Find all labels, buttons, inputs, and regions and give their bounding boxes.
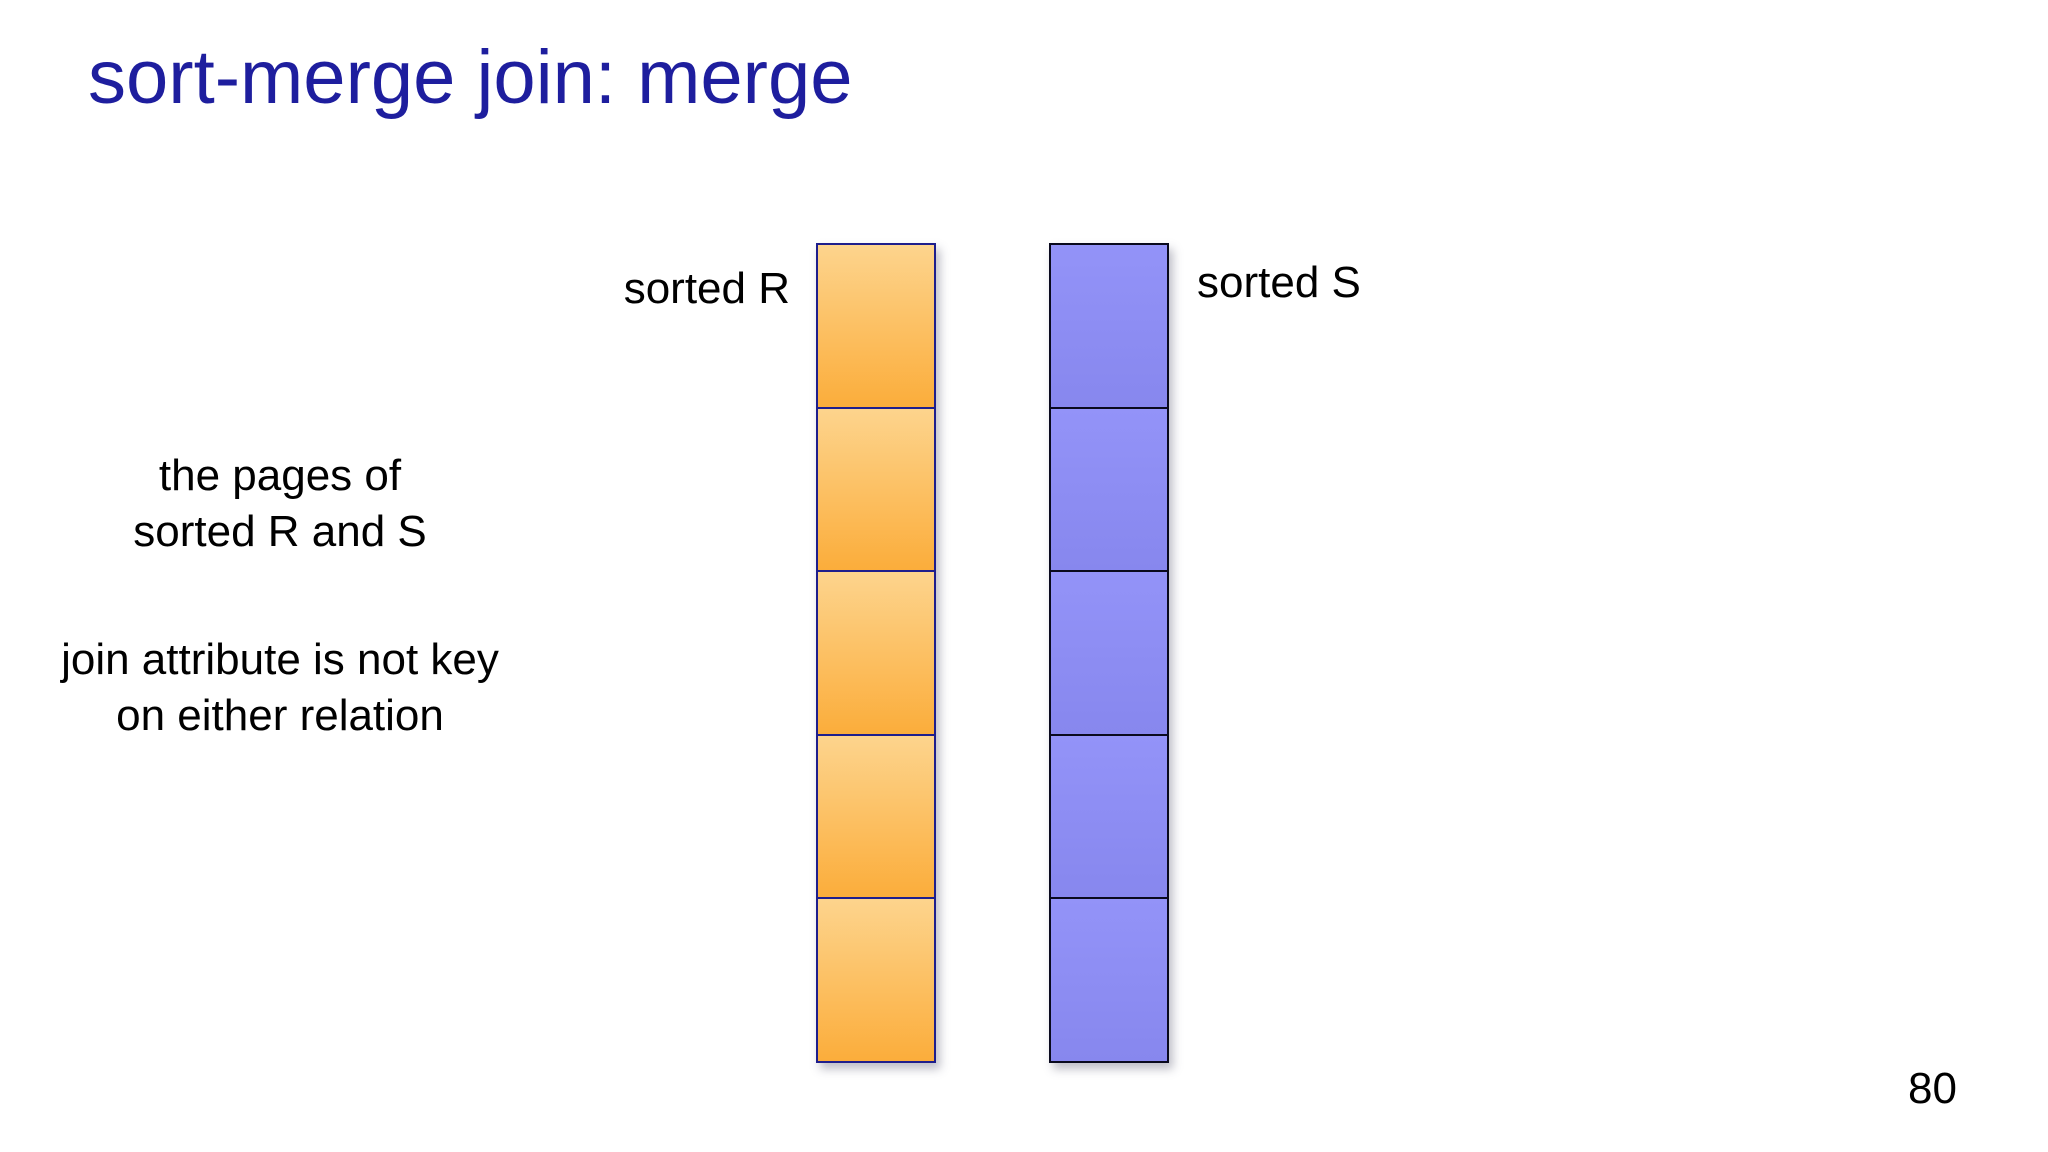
note-line: the pages of	[158, 451, 402, 500]
label-sorted-s: sorted S	[1197, 258, 1361, 307]
page-number: 80	[1908, 1064, 1957, 1113]
note-line: join attribute is not key	[61, 635, 499, 684]
page-box	[816, 243, 936, 409]
label-sorted-r: sorted R	[623, 264, 790, 313]
page-box	[816, 570, 936, 736]
note-line: on either relation	[116, 691, 444, 741]
page-box	[816, 406, 936, 573]
sorted-r-page-stack	[816, 243, 936, 1063]
page-box	[1049, 243, 1169, 409]
note-pages-of-sorted-r-and-s: the pages of sorted R and S	[20, 448, 540, 561]
page-box	[816, 897, 936, 1063]
note-join-attribute-not-key: join attribute is not key on either rela…	[20, 632, 540, 745]
page-box	[1049, 406, 1169, 573]
sorted-s-page-stack	[1049, 243, 1169, 1063]
page-box	[816, 733, 936, 900]
page-box	[1049, 897, 1169, 1063]
page-box	[1049, 733, 1169, 900]
note-line: sorted R and S	[133, 507, 427, 557]
page-box	[1049, 570, 1169, 736]
slide-title: sort-merge join: merge	[88, 35, 853, 120]
